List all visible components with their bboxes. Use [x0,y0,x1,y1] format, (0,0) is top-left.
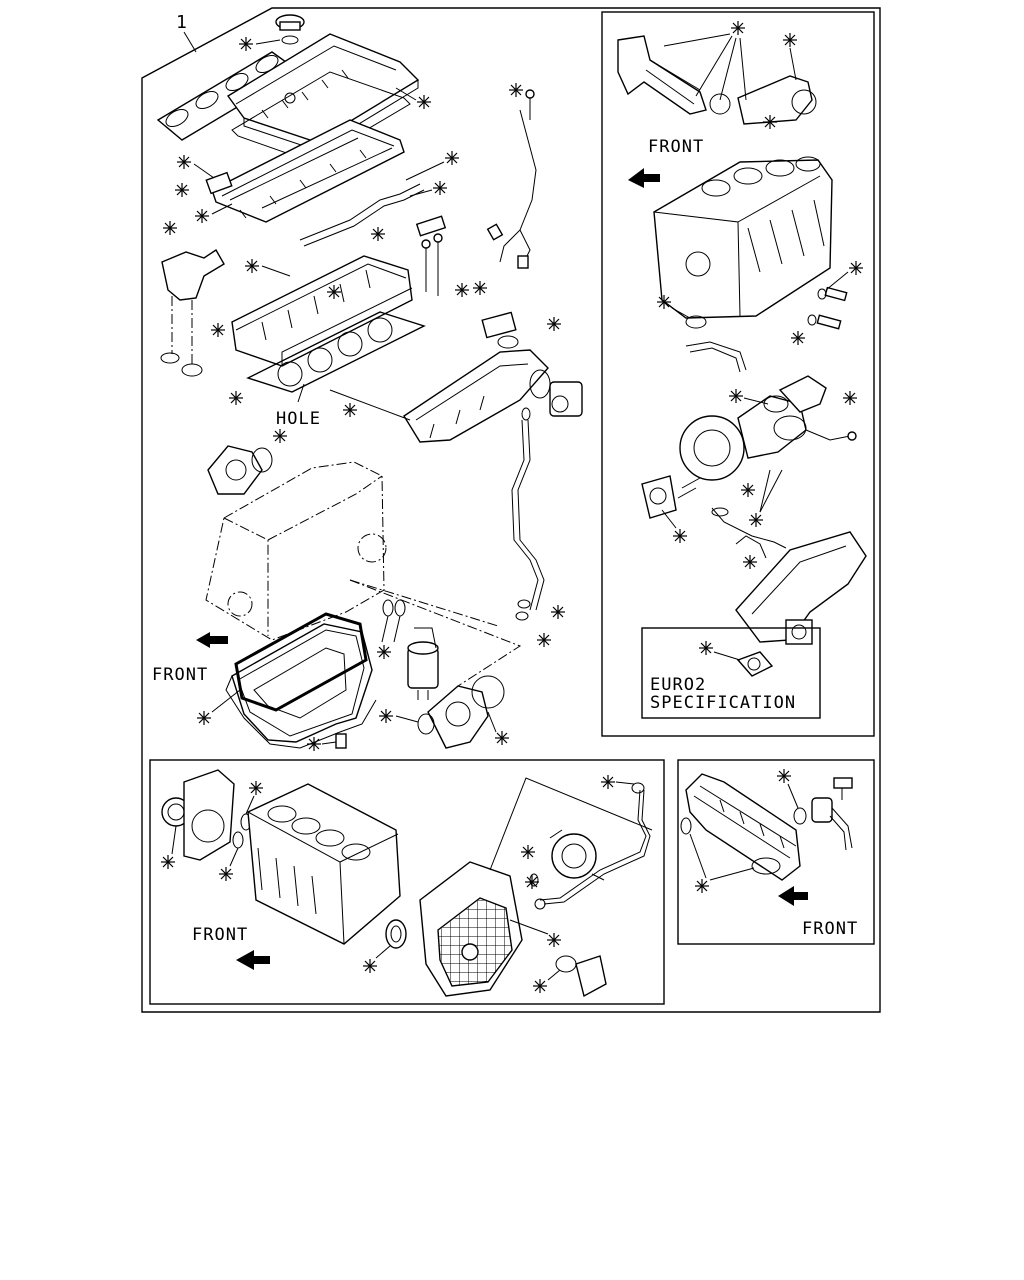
asterisk-mark-icon [740,482,756,498]
bolts [415,89,535,296]
front-label: FRONT [802,919,858,939]
asterisk-mark-icon [370,226,386,242]
fuel-pump [207,445,273,495]
inset-egr-turbo: FRONT [601,11,875,737]
asterisk-mark-icon [842,390,858,406]
asterisk-mark-icon [272,428,288,444]
oil-level-tube [511,407,545,621]
throttle-body [529,369,583,417]
front-label: FRONT [648,137,704,157]
asterisk-mark-icon [160,854,176,870]
asterisk-mark-icon [228,390,244,406]
asterisk-mark-icon [776,768,792,784]
turbocharger [677,375,827,499]
front-arrow [628,168,660,188]
asterisk-mark-icon [306,736,322,752]
asterisk-mark-icon [376,644,392,660]
thermostat-housing [160,249,225,377]
asterisk-mark-icon [520,844,536,860]
asterisk-mark-icon [432,180,448,196]
asterisk-mark-icon [176,154,192,170]
asterisk-mark-icon [694,878,710,894]
asterisk-mark-icon [174,182,190,198]
front-arrow [196,632,228,648]
asterisk-mark-icon [194,208,210,224]
asterisk-mark-icon [342,402,358,418]
asterisk-mark-icon [196,710,212,726]
fuel-lines [299,109,537,269]
head-cover [226,33,420,151]
asterisk-mark-icon [550,604,566,620]
asterisk-mark-icon [210,322,226,338]
asterisk-mark-icon [244,258,260,274]
asterisk-mark-icon [532,978,548,994]
asterisk-mark-icon [454,282,470,298]
asterisk-mark-icon [600,774,616,790]
asterisk-mark-icon [672,528,688,544]
asterisk-mark-icon [546,932,562,948]
vacuum-pump [549,829,605,881]
asterisk-mark-icon [444,150,460,166]
oil-filter [407,627,439,700]
main-exploded-view: FRONT HOLE [152,14,583,749]
euro2-spec-box: EURO2 SPECIFICATION [641,627,821,719]
asterisk-mark-icon [524,874,540,890]
asterisk-mark-icon [362,958,378,974]
cylinder-head [231,255,413,367]
outer-frame [141,7,881,1013]
cylinder-block [205,461,387,641]
asterisk-mark-icon [546,316,562,332]
callout-1: 1 [176,12,197,53]
front-arrow [236,950,270,970]
exhaust-manifold [735,531,867,645]
replacement-marks [160,20,864,994]
cam-carrier [211,119,405,223]
front-arrow [778,886,808,906]
inset-block-2 [247,783,401,945]
asterisk-mark-icon [748,512,764,528]
asterisk-mark-icon [326,284,342,300]
euro2-line1: EURO2 [650,675,706,695]
asterisk-mark-icon [536,632,552,648]
asterisk-mark-icon [472,280,488,296]
asterisk-mark-icon [248,780,264,796]
flywheel-housing [419,861,523,997]
euro2-line2: SPECIFICATION [650,693,796,713]
asterisk-mark-icon [416,94,432,110]
asterisk-mark-icon [656,294,672,310]
intake-manifold [403,311,549,443]
asterisk-mark-icon [730,20,746,36]
callout-number: 1 [176,12,187,33]
asterisk-mark-icon [762,114,778,130]
asterisk-mark-icon [782,32,798,48]
asterisk-mark-icon [742,554,758,570]
asterisk-mark-icon [698,640,714,656]
asterisk-mark-icon [790,330,806,346]
inset-timing-flywheel: FRONT [149,759,665,1005]
asterisk-mark-icon [848,260,864,276]
asterisk-mark-icon [238,36,254,52]
head-gasket [246,311,426,393]
inset-water-outlet: FRONT [677,759,875,945]
asterisk-mark-icon [218,866,234,882]
asterisk-mark-icon [378,708,394,724]
asterisk-mark-icon [162,220,178,236]
front-label: FRONT [192,925,248,945]
asterisk-mark-icon [508,82,524,98]
oil-pan [225,623,377,749]
front-label: FRONT [152,665,208,685]
asterisk-mark-icon [494,730,510,746]
asterisk-mark-icon [728,388,744,404]
inset-block [653,156,833,319]
hole-label: HOLE [276,409,321,429]
